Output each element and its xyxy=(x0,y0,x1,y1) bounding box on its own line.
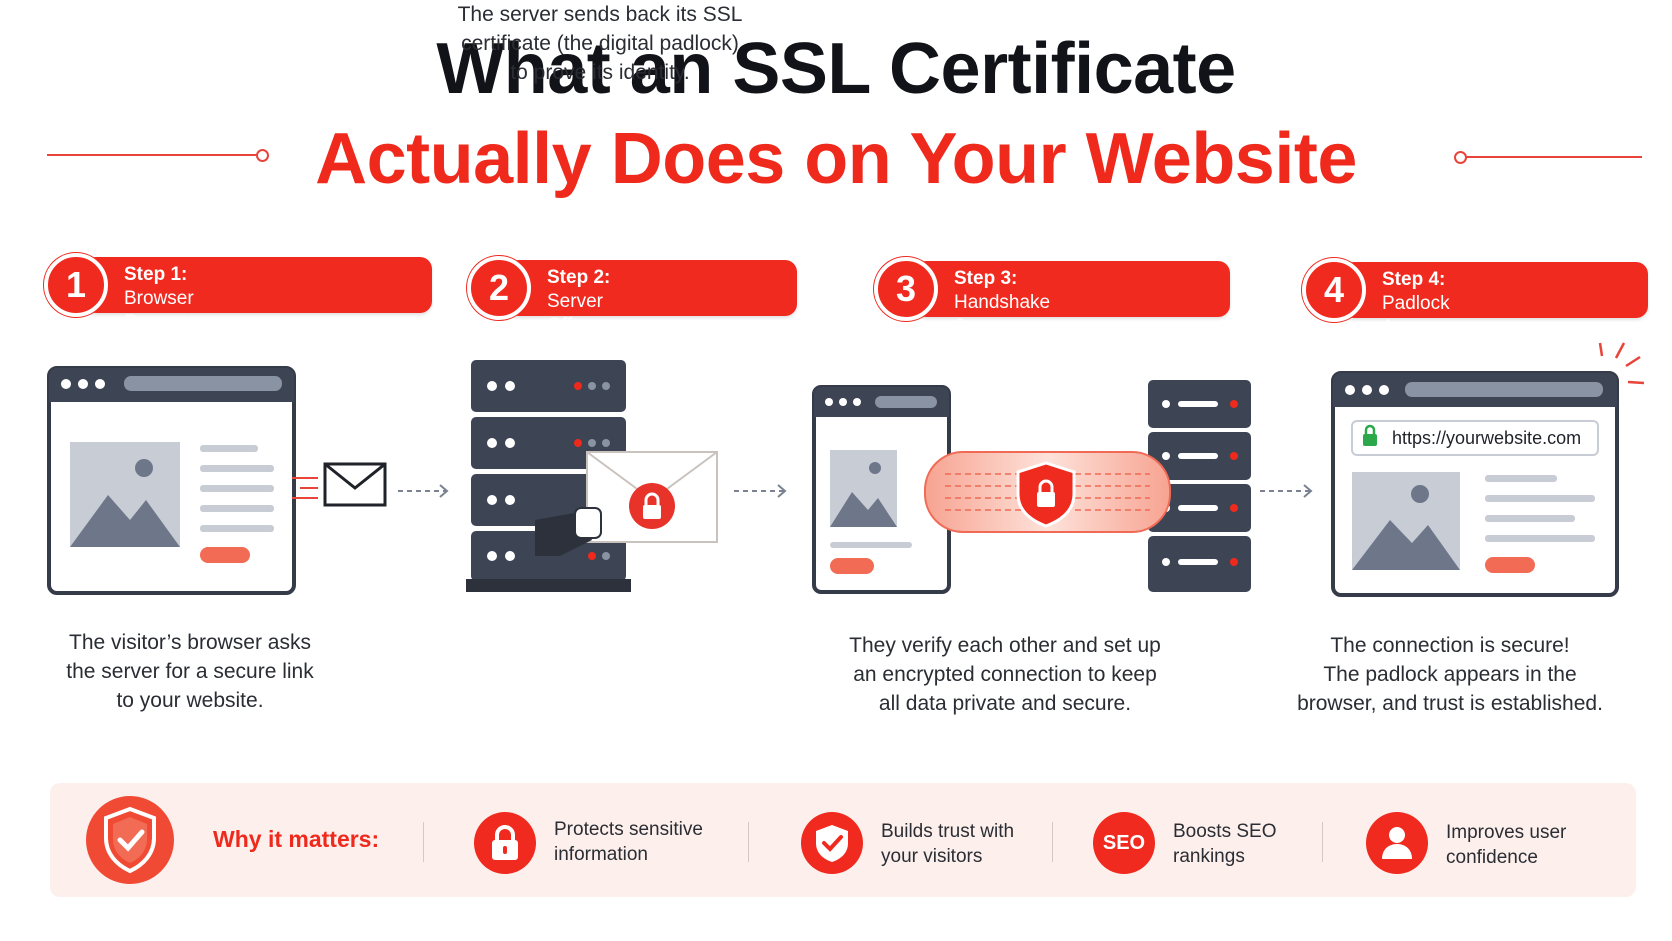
separator xyxy=(748,822,749,862)
process-illustrations xyxy=(47,342,1645,597)
benefit-2-text: Builds trust with your visitors xyxy=(881,821,1015,867)
step-2-subtitle: Server Offers Padlock xyxy=(547,291,615,360)
encryption-tunnel-icon xyxy=(924,451,1171,533)
benefit-4-text: Improves user confidence xyxy=(1446,822,1567,868)
certificate-envelope-icon xyxy=(535,451,718,556)
browser-window-icon xyxy=(47,366,296,595)
secure-browser-icon xyxy=(1331,342,1645,597)
server-small-icon xyxy=(1148,380,1251,592)
step-4-label: Step 4: xyxy=(1382,269,1446,290)
user-icon xyxy=(1366,812,1428,874)
step-2-number: 2 xyxy=(467,256,531,320)
browser-small-icon xyxy=(812,385,951,594)
title-line-2: Actually Does on Your Website xyxy=(315,119,1357,199)
step-2-label: Step 2: xyxy=(547,267,611,288)
address-bar-url: https://yourwebsite.com xyxy=(1392,428,1582,448)
envelope-icon xyxy=(292,462,387,507)
title-left-rule xyxy=(47,154,259,156)
separator xyxy=(423,822,424,862)
why-heading: Why it matters: xyxy=(213,826,380,852)
title-left-dot xyxy=(256,149,269,162)
step-3-subtitle: Handshake & Encryption xyxy=(954,292,1051,361)
step-2-caption: The server sends back its SSL certificat… xyxy=(457,3,743,84)
shield-badge-icon xyxy=(86,796,174,884)
step-1-subtitle: Browser Requests Connection xyxy=(124,288,221,357)
step-4-caption: The connection is secure! The padlock ap… xyxy=(1297,634,1603,715)
arrow-2-icon xyxy=(734,484,787,498)
step-4-number: 4 xyxy=(1302,258,1366,322)
step-1-label: Step 1: xyxy=(124,264,188,285)
step-3-caption: They verify each other and set up an enc… xyxy=(849,634,1161,715)
seo-badge-icon: SEO xyxy=(1093,812,1155,874)
shield-check-icon xyxy=(801,812,863,874)
step-3-number: 3 xyxy=(874,257,938,321)
arrow-3-icon xyxy=(1260,484,1313,498)
step-3-label: Step 3: xyxy=(954,268,1018,289)
benefit-3-text: Boosts SEO rankings xyxy=(1173,821,1277,867)
separator xyxy=(1322,822,1323,862)
step-4-subtitle: Padlock Appears xyxy=(1382,293,1453,338)
title-line-1: What an SSL Certificate xyxy=(436,29,1236,109)
title-right-rule xyxy=(1465,156,1642,158)
benefit-1-text: Protects sensitive information xyxy=(554,819,703,865)
separator xyxy=(1052,822,1053,862)
step-1-number: 1 xyxy=(44,253,108,317)
step-1-caption: The visitor’s browser asks the server fo… xyxy=(66,631,314,712)
lock-icon xyxy=(474,812,536,874)
arrow-1-icon xyxy=(398,484,449,498)
